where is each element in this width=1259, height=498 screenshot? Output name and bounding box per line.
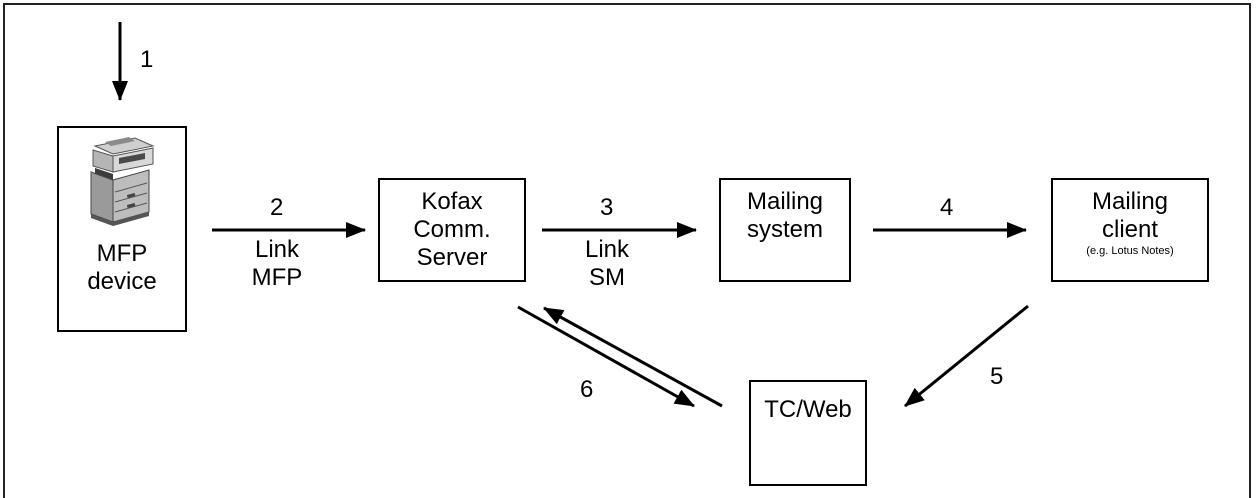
kofax-server-box: Kofax Comm. Server [378, 178, 526, 282]
kofax-line1: Kofax [421, 188, 483, 215]
mailing-system-label: Mailing system [721, 188, 849, 244]
link-mfp-line2: MFP [251, 264, 303, 291]
step-5-label: 5 [990, 363, 1004, 390]
mailing-client-line2: client [1101, 216, 1159, 243]
link-mfp-label: Link MFP [240, 236, 314, 292]
kofax-label: Kofax Comm. Server [380, 188, 524, 272]
step-3-label: 3 [600, 194, 614, 221]
kofax-line3: Server [416, 244, 488, 271]
arrow-6-to-kofax [543, 306, 723, 408]
link-sm-line2: SM [589, 264, 625, 291]
mfp-line1: MFP [96, 240, 148, 267]
mfp-device-box: MFP device [57, 126, 187, 332]
mailing-client-note: (e.g. Lotus Notes) [1086, 245, 1174, 257]
step-6-label: 6 [580, 376, 594, 403]
tcweb-box: TC/Web [749, 380, 867, 486]
step-1-label: 1 [140, 46, 154, 73]
step-4-label: 4 [940, 194, 954, 221]
link-sm-line1: Link [584, 236, 630, 263]
mailing-client-box: Mailing client (e.g. Lotus Notes) [1051, 178, 1209, 282]
mailing-system-box: Mailing system [719, 178, 851, 282]
kofax-line2: Comm. [413, 216, 491, 243]
mfp-device-label: MFP device [59, 240, 185, 296]
mfp-line2: device [87, 268, 157, 295]
diagram-frame [3, 3, 1251, 498]
mailing-client-label: Mailing client (e.g. Lotus Notes) [1053, 188, 1207, 258]
mailing-system-line2: system [746, 216, 823, 243]
arrow-5 [904, 304, 1029, 408]
link-mfp-line1: Link [254, 236, 300, 263]
printer-icon [90, 137, 155, 226]
mailing-client-line1: Mailing [1091, 188, 1169, 215]
step-2-label: 2 [270, 194, 284, 221]
mailing-system-line1: Mailing [746, 188, 824, 215]
tcweb-label: TC/Web [764, 396, 852, 423]
link-sm-label: Link SM [570, 236, 644, 292]
arrow-6-to-tcweb [517, 305, 695, 408]
